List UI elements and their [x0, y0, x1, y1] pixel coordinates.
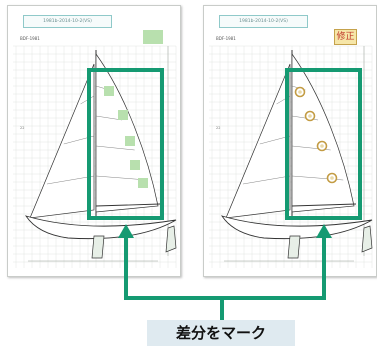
- sheet-title: 1981b-2014-10-2(VS): [219, 15, 308, 28]
- diff-circle-center: [330, 176, 334, 180]
- diff-highlight-left: [87, 68, 164, 220]
- sail-seam: [259, 135, 291, 145]
- sheet-title: 1981b-2014-10-2(VS): [23, 15, 112, 28]
- diff-mark: [138, 178, 148, 188]
- sail-seam: [46, 175, 95, 185]
- centerboard: [91, 235, 105, 259]
- revision-stamp: 修正: [334, 29, 357, 45]
- jib: [29, 63, 95, 219]
- diff-mark: [104, 86, 114, 96]
- diff-circle-center: [298, 90, 302, 94]
- jib: [225, 63, 291, 219]
- centerboard: [287, 235, 301, 259]
- sheet-id: BDF-1981: [216, 36, 236, 41]
- drawing-sheet-revised: 1981b-2014-10-2(VS) BDF-1981 22 修正: [203, 5, 377, 277]
- boom: [95, 203, 161, 207]
- sailboat-drawing: [209, 45, 373, 268]
- diff-circle-center: [320, 144, 324, 148]
- caption-label: 差分をマーク: [147, 320, 295, 346]
- sheet-id: BDF-1981: [20, 36, 40, 41]
- diff-mark: [130, 160, 140, 170]
- sail-seam: [95, 115, 123, 121]
- diff-highlight-right: [285, 68, 362, 220]
- hull: [24, 215, 177, 240]
- sail-seam: [242, 175, 291, 185]
- diff-circle-center: [308, 114, 312, 118]
- rudder: [361, 225, 373, 253]
- hull: [220, 215, 373, 240]
- sail-seam: [95, 145, 135, 151]
- dimension-label: 22: [20, 126, 25, 130]
- dimension-label: 22: [216, 126, 221, 130]
- diff-mark: [118, 110, 128, 120]
- boom: [291, 203, 357, 207]
- mainsail: [291, 52, 355, 213]
- diff-mark: [143, 30, 163, 44]
- rudder: [165, 225, 177, 253]
- diff-mark: [125, 136, 135, 146]
